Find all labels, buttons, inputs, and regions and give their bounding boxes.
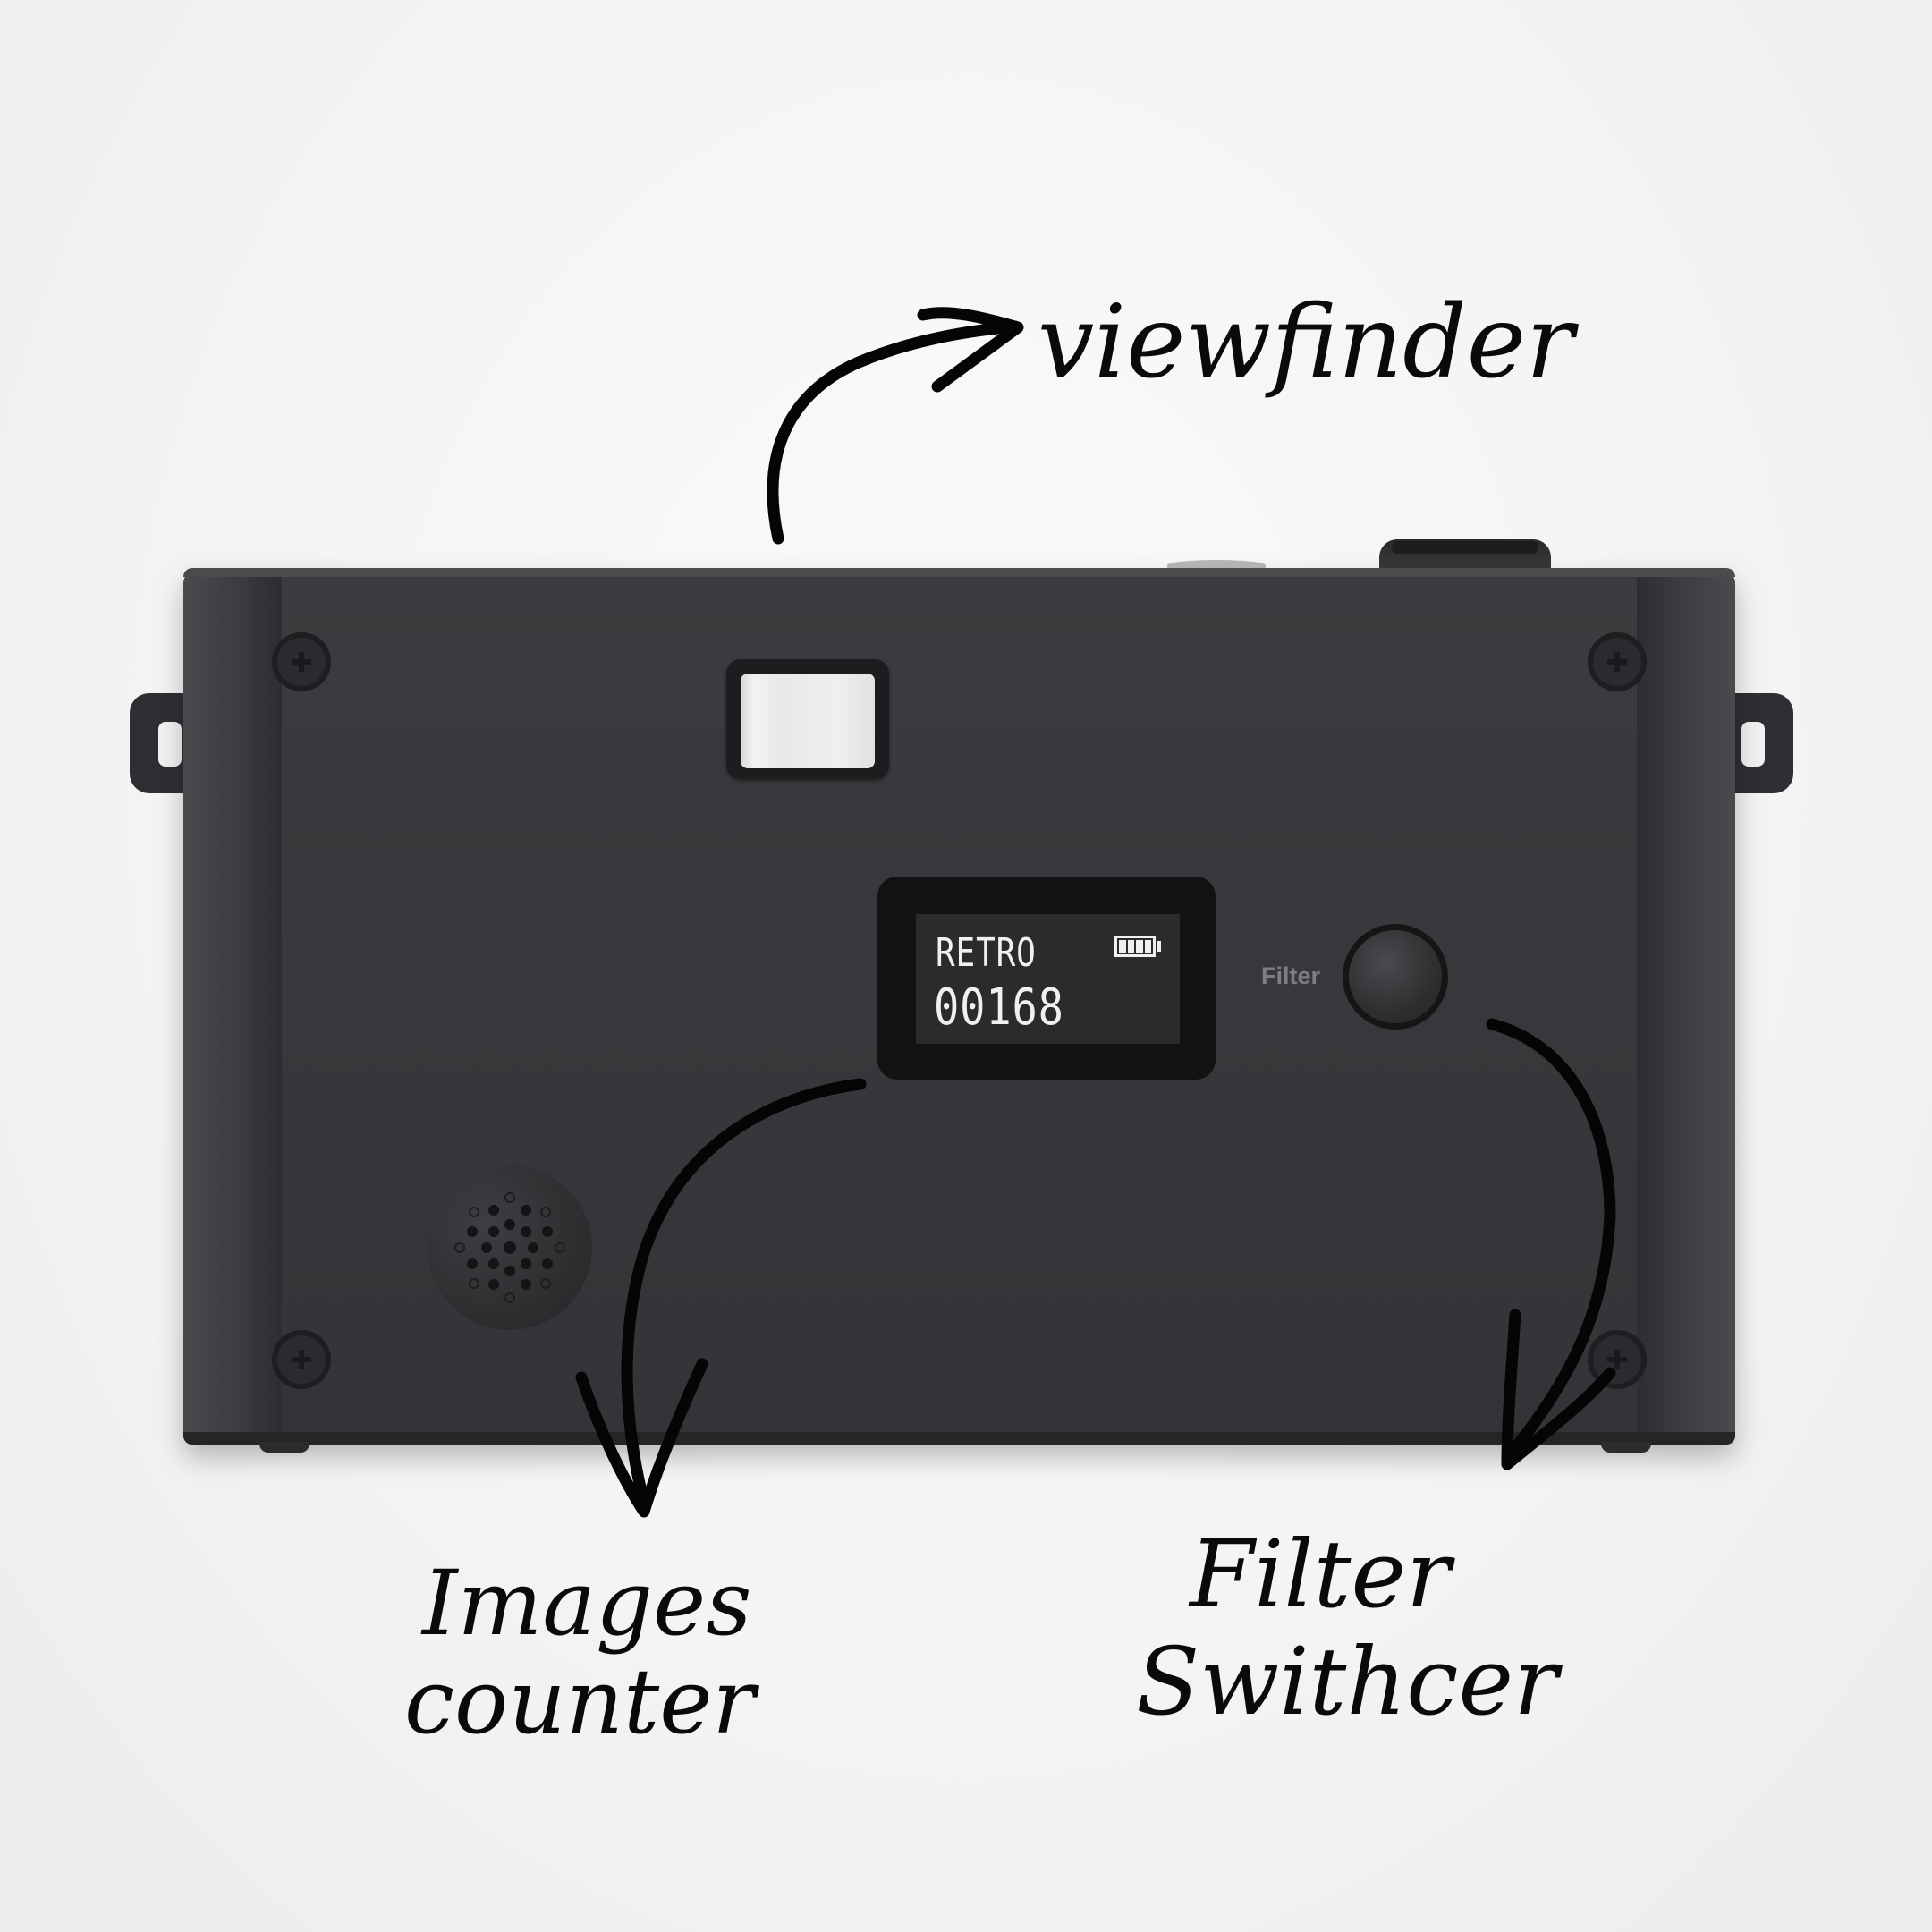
filter-button[interactable] bbox=[1349, 930, 1442, 1023]
shutter-button-cap bbox=[1392, 541, 1538, 554]
camera-side-right bbox=[1637, 568, 1735, 1445]
screw-icon bbox=[1588, 1330, 1647, 1389]
screw-icon bbox=[272, 1330, 331, 1389]
filter-button-label: Filter bbox=[1261, 962, 1321, 989]
filter-switcher-line-1: Filter bbox=[1190, 1520, 1451, 1629]
viewfinder-arrow-icon bbox=[767, 320, 1021, 545]
screw-icon bbox=[272, 632, 331, 691]
camera-side-left bbox=[183, 568, 282, 1445]
images-counter-line-2: counter bbox=[404, 1649, 756, 1754]
oled-display: RETRO 00168 bbox=[916, 914, 1180, 1044]
camera-foot bbox=[259, 1442, 309, 1453]
camera-foot bbox=[1601, 1442, 1651, 1453]
image-counter-text: 00168 bbox=[934, 979, 1064, 1037]
images-counter-line-1: Images bbox=[422, 1551, 752, 1656]
viewfinder-annotation: viewfinder bbox=[1038, 284, 1574, 401]
images-counter-annotation: Images counter bbox=[404, 1551, 755, 1751]
battery-full-icon bbox=[1114, 936, 1156, 957]
viewfinder-window bbox=[726, 659, 889, 779]
strap-lug-hole bbox=[1741, 722, 1765, 767]
display-bezel: RETRO 00168 bbox=[877, 877, 1216, 1080]
camera-bottom-edge bbox=[183, 1432, 1735, 1445]
strap-lug-right bbox=[1731, 693, 1793, 793]
screw-icon bbox=[1588, 632, 1647, 691]
strap-lug-left bbox=[130, 693, 192, 793]
speaker-grille-icon bbox=[428, 1165, 592, 1330]
battery-tip bbox=[1157, 941, 1161, 952]
camera-top-edge bbox=[183, 568, 1735, 577]
filter-switcher-line-2: Swithcer bbox=[1136, 1627, 1558, 1736]
filter-switcher-annotation: Filter Swithcer bbox=[1136, 1520, 1558, 1735]
viewfinder-glass bbox=[741, 674, 875, 768]
strap-lug-hole bbox=[158, 722, 182, 767]
filter-mode-text: RETRO bbox=[936, 930, 1037, 976]
